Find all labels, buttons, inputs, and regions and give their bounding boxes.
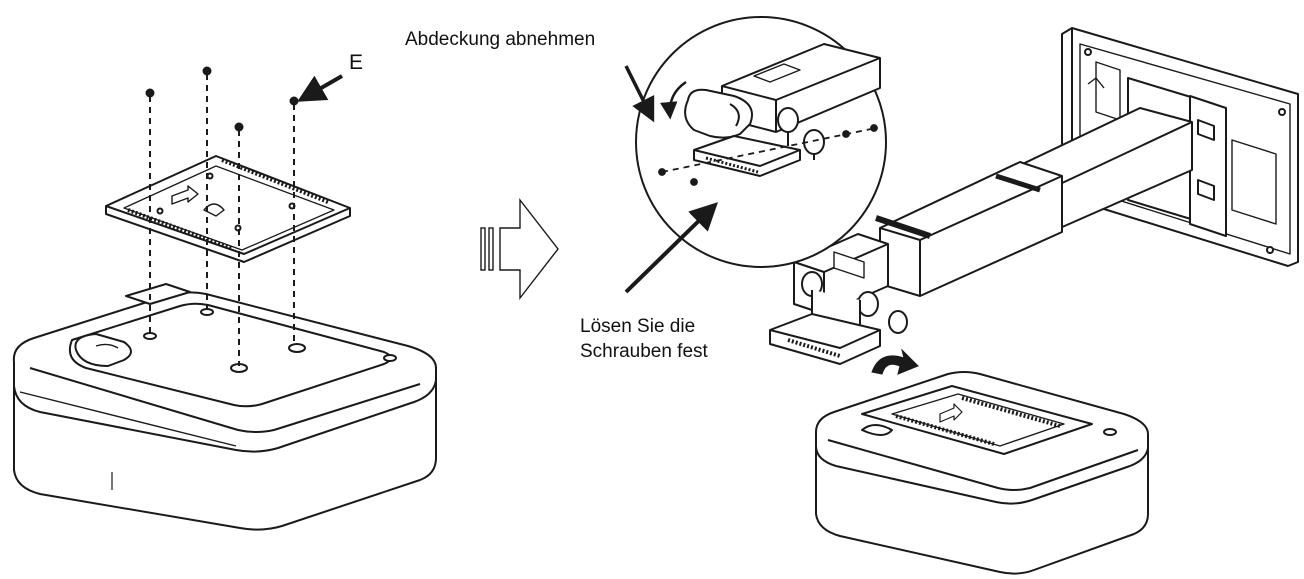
detail-magnifier <box>635 16 887 268</box>
remove-cover-label: Abdeckung abnehmen <box>405 29 596 50</box>
screw-marker-label: E <box>349 51 364 74</box>
curved-arrow-icon <box>660 80 687 120</box>
loosen-screws-line-2: Schrauben fest <box>580 341 708 362</box>
loosen-screws-line-1: Lösen Sie die <box>580 316 696 337</box>
pointer-arrow-icon <box>297 74 343 102</box>
telescopic-arm <box>769 107 1193 365</box>
projector-left <box>12 283 437 531</box>
hollow-right-arrow-icon <box>480 197 559 301</box>
detail-screws <box>658 124 878 186</box>
projector-right <box>815 371 1149 575</box>
loosen-screws-label: Lösen Sie die Schrauben fest <box>580 314 708 364</box>
curved-arrow-icon <box>871 348 919 375</box>
mounting-plate <box>105 155 351 263</box>
pointer-arrow-icon <box>624 65 655 123</box>
pointer-arrow-icon <box>624 202 719 294</box>
screws-e <box>145 66 299 366</box>
